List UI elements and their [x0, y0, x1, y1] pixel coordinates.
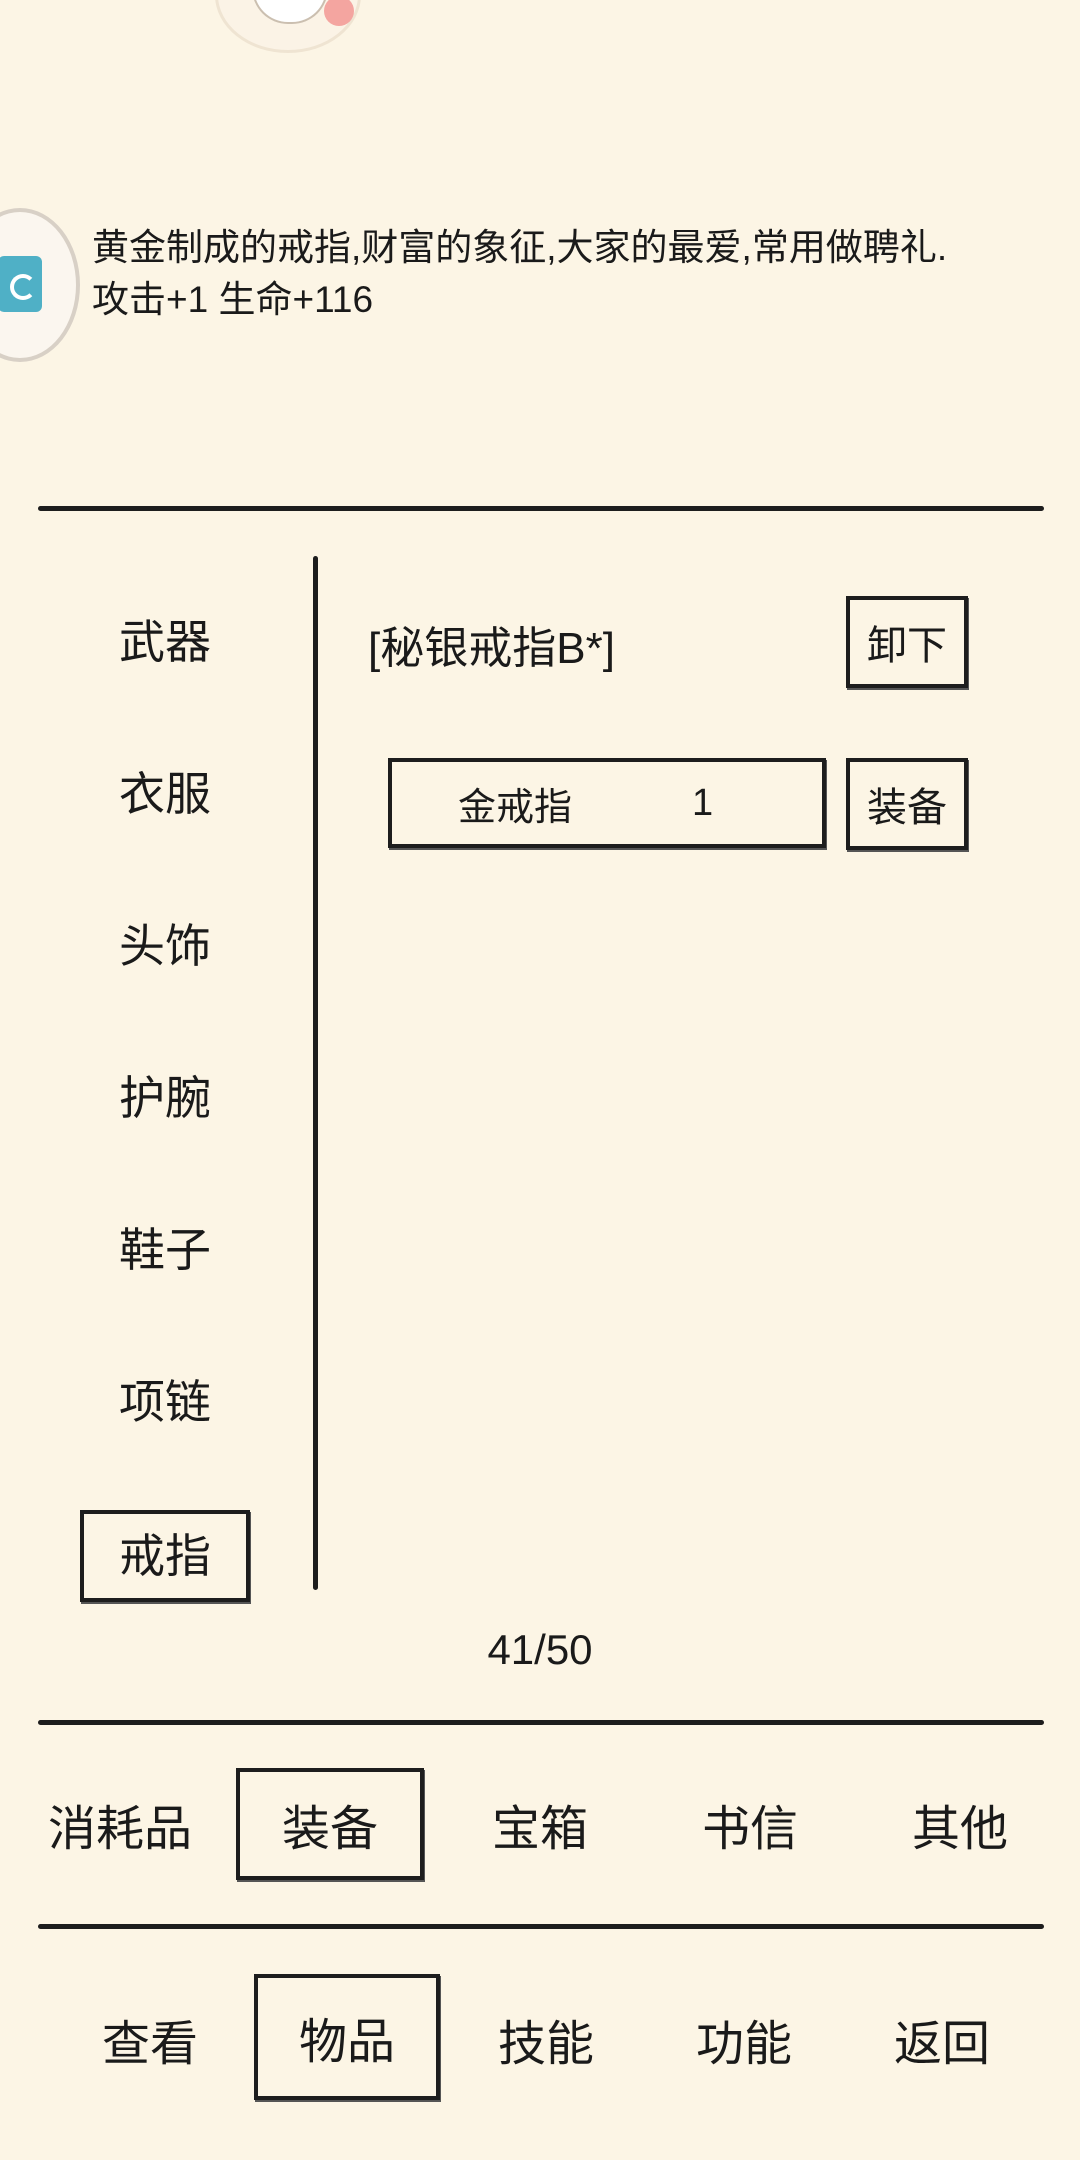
item-description: 黄金制成的戒指,财富的象征,大家的最爱,常用做聘礼. [92, 227, 948, 268]
unequip-label: 卸下 [867, 624, 947, 668]
divider-top [38, 506, 1044, 511]
nav-back[interactable]: 返回 [893, 2018, 990, 2071]
item-description-panel: 黄金制成的戒指,财富的象征,大家的最爱,常用做聘礼. 攻击+1 生命+116 [92, 222, 1052, 326]
equipped-item-name: [秘银戒指B*] [368, 624, 615, 673]
avatar-face [252, 0, 328, 24]
category-ring-selected[interactable]: 戒指 [80, 1510, 250, 1602]
tab-letters[interactable]: 书信 [701, 1803, 798, 1856]
tab-other[interactable]: 其他 [911, 1803, 1008, 1856]
item-stats: 攻击+1 生命+116 [92, 279, 374, 320]
character-avatar[interactable] [218, 0, 358, 50]
nav-items-label: 物品 [298, 2016, 395, 2069]
tab-equipment-label: 装备 [281, 1803, 378, 1856]
category-headwear[interactable]: 头饰 [119, 920, 211, 972]
category-shoes[interactable]: 鞋子 [119, 1224, 211, 1276]
category-weapon[interactable]: 武器 [119, 616, 211, 668]
unequip-button[interactable]: 卸下 [846, 596, 968, 688]
divider-vertical [313, 556, 318, 1590]
inventory-item-qty: 1 [692, 781, 714, 824]
inventory-capacity: 41/50 [487, 1626, 593, 1673]
nav-items[interactable]: 物品 [254, 1974, 440, 2100]
category-necklace[interactable]: 项链 [119, 1376, 211, 1428]
nav-functions[interactable]: 功能 [695, 2018, 792, 2071]
tab-equipment[interactable]: 装备 [236, 1768, 424, 1880]
inventory-item-name: 金戒指 [458, 786, 573, 829]
tab-chests[interactable]: 宝箱 [491, 1803, 588, 1856]
item-icon [0, 208, 80, 362]
divider-item-tabs [38, 1720, 1044, 1725]
tab-consumables[interactable]: 消耗品 [47, 1803, 192, 1856]
category-ring-label: 戒指 [119, 1530, 211, 1582]
equip-label: 装备 [867, 786, 947, 830]
nav-view[interactable]: 查看 [101, 2018, 198, 2071]
divider-nav [38, 1924, 1044, 1929]
inventory-item-gold-ring[interactable]: 金戒指 1 [388, 758, 826, 848]
notification-dot [324, 0, 354, 26]
item-icon-tile [0, 256, 42, 312]
equip-button[interactable]: 装备 [846, 758, 968, 850]
category-bracer[interactable]: 护腕 [119, 1072, 211, 1124]
nav-skills[interactable]: 技能 [497, 2018, 594, 2071]
category-clothes[interactable]: 衣服 [119, 768, 211, 820]
